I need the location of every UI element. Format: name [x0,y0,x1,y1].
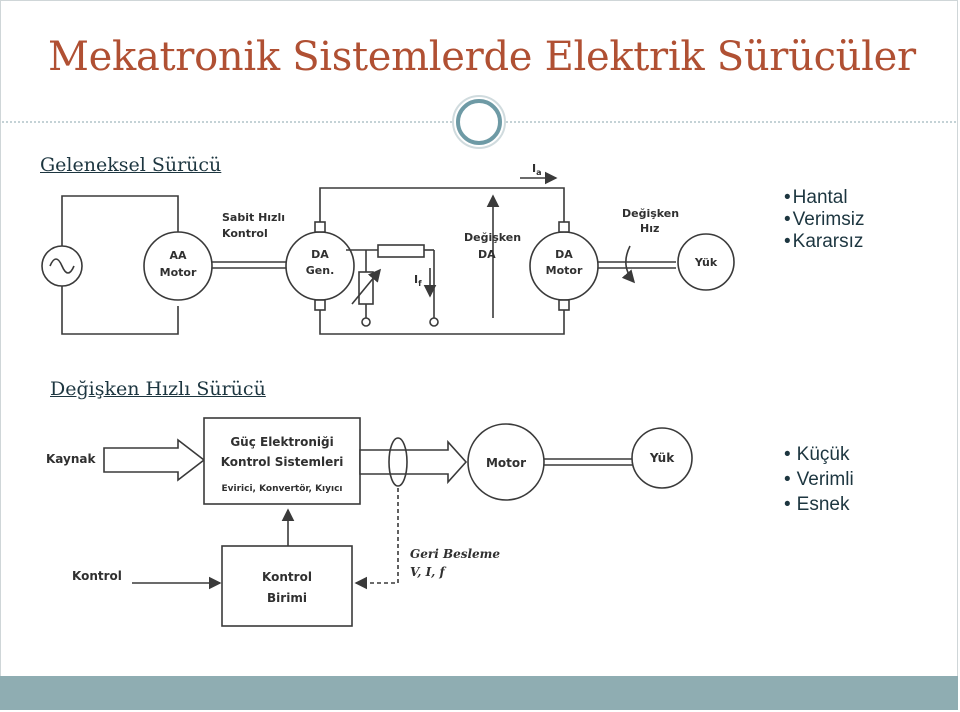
section-heading-conventional: Geleneksel Sürücü [40,154,222,176]
label-guc-elektronigi: Güç Elektroniği [230,435,333,449]
current-sensor [388,437,408,487]
label-v-i-f: V, I, f [410,565,447,579]
label-if: If [414,273,422,288]
label-geri-besleme: Geri Besleme [410,547,500,561]
section-heading-variable-speed: Değişken Hızlı Sürücü [50,378,266,400]
label-sabit-hizli: Sabit Hızlı [222,211,285,224]
bullet-item: Küçük [784,442,854,467]
conventional-drive-diagram [41,171,735,335]
label-yuk-2: Yük [649,451,675,465]
bullet-item: Esnek [784,492,854,517]
bullet-item: Kararsız [784,231,864,253]
bullet-item: Verimsiz [784,209,865,231]
title-divider [2,95,958,149]
label-da-motor: Motor [546,264,583,277]
label-evirici: Evirici, Konvertör, Kıyıcı [222,484,343,494]
label-kontrol: Kontrol [222,227,268,240]
field-resistor [377,244,425,258]
label-da-gen: DA [311,248,329,261]
label-kaynak: Kaynak [46,452,96,466]
motor [467,423,545,501]
ring-icon-inner [456,99,502,145]
conventional-drive-labels: AA Motor Sabit Hızlı Kontrol DA Gen. Değ… [160,162,718,288]
bullet-list-conventional: Hantal Verimsiz Kararsız [784,187,865,253]
variable-drive-labels: Kaynak Güç Elektroniği Kontrol Sistemler… [46,435,675,605]
label-degisken-da: Değişken [464,231,521,244]
label-aa-motor: AA [169,249,187,262]
slide-title: Mekatronik Sistemlerde Elektrik Sürücüle… [48,34,916,80]
label-ia: Ia [532,162,542,177]
label-motor: Motor [486,456,526,470]
label-degisken-hiz: Değişken [622,207,679,220]
bullet-item: Verimli [784,467,854,492]
load-2 [631,427,693,489]
variable-drive-diagram [103,417,693,627]
label-da-motor: DA [555,248,573,261]
bullet-list-variable: Küçük Verimli Esnek [784,442,854,517]
control-unit-box [221,545,353,627]
label-kontrol-birimi: Kontrol [262,570,312,584]
label-kontrol-input: Kontrol [72,569,122,583]
label-kontrol-birimi: Birimi [267,591,307,605]
label-yuk: Yük [694,256,718,269]
label-da-gen: Gen. [306,264,335,277]
footer-bar [0,676,958,710]
output-arrow [359,439,468,485]
power-electronics-box [203,417,361,505]
ac-motor [143,231,213,301]
label-degisken-da: DA [478,248,496,261]
bullet-item: Hantal [784,187,864,209]
load [677,233,735,291]
label-degisken-hiz: Hız [640,222,659,235]
label-kontrol-sistemleri: Kontrol Sistemleri [221,455,344,469]
source-arrow [103,438,206,482]
label-aa-motor: Motor [160,266,197,279]
